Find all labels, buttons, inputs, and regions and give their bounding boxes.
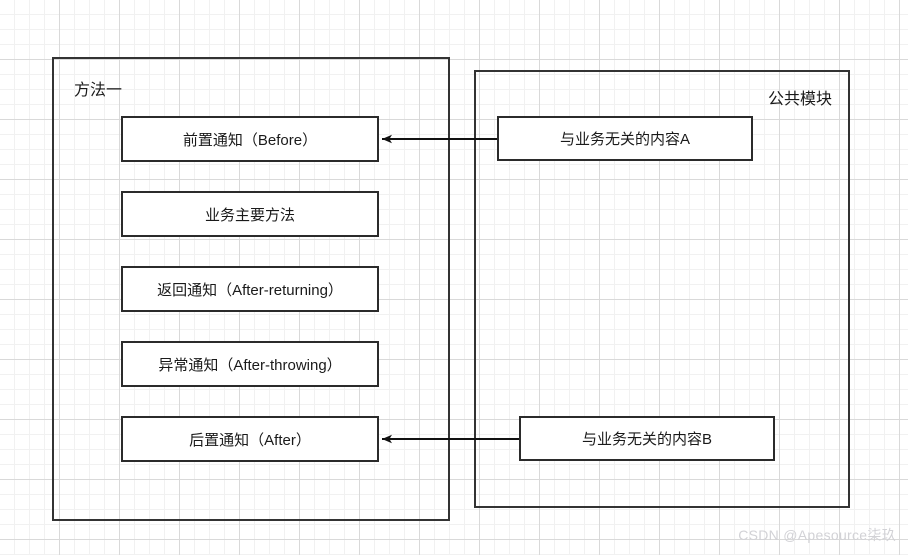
box-after-throwing-advice-label: 异常通知（After-throwing） (158, 356, 342, 374)
box-after-returning-advice-label: 返回通知（After-returning） (157, 281, 343, 299)
box-common-content-b-label: 与业务无关的内容B (581, 431, 712, 448)
box-after-advice[interactable]: 后置通知（After） (121, 416, 379, 462)
watermark-text: CSDN @Apesource柒玖 (738, 527, 896, 543)
box-common-content-a-label: 与业务无关的内容A (559, 131, 690, 148)
box-business-main-method-label: 业务主要方法 (204, 206, 295, 224)
box-after-advice-label: 后置通知（After） (189, 431, 311, 449)
panel-method: 方法一 (52, 57, 450, 521)
panel-common-module: 公共模块 (474, 70, 850, 508)
box-before-advice[interactable]: 前置通知（Before） (121, 116, 379, 162)
box-common-content-a[interactable]: 与业务无关的内容A (497, 116, 753, 161)
box-business-main-method[interactable]: 业务主要方法 (121, 191, 379, 237)
box-common-content-b[interactable]: 与业务无关的内容B (519, 416, 775, 461)
box-after-returning-advice[interactable]: 返回通知（After-returning） (121, 266, 379, 312)
panel-method-title: 方法一 (74, 82, 123, 99)
box-after-throwing-advice[interactable]: 异常通知（After-throwing） (121, 341, 379, 387)
box-before-advice-label: 前置通知（Before） (182, 131, 318, 149)
panel-common-module-title: 公共模块 (767, 91, 832, 108)
